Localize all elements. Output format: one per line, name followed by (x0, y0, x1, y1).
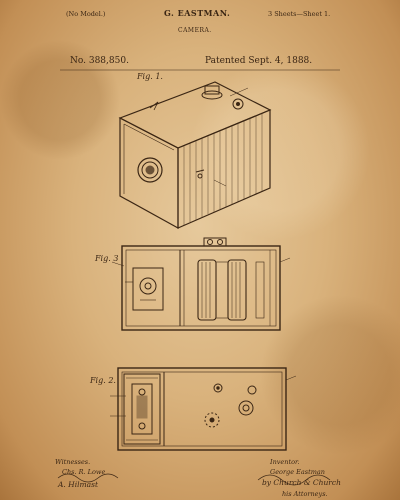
fig3-section-drawing (111, 237, 291, 331)
inventor-label: Inventor. (270, 458, 300, 466)
attorneys-label: his Attorneys. (282, 490, 328, 498)
model-note: (No Model.) (66, 10, 106, 18)
witness-signature-1: Chs. R. Lowe (62, 468, 106, 476)
attorney-signature: by Church & Church (262, 478, 341, 487)
witness-flourish (57, 473, 119, 483)
witness-signature-2: A. Hilmast (58, 480, 98, 489)
patent-title: CAMERA. (178, 27, 212, 34)
patent-date: Patented Sept. 4, 1888. (205, 56, 313, 66)
sheet-count: 3 Sheets—Sheet 1. (268, 10, 331, 18)
attorney-flourish (257, 474, 331, 486)
fig3-label: Fig. 3 (95, 254, 119, 263)
witnesses-label: Witnesses. (55, 458, 91, 466)
patent-number: No. 388,850. (70, 56, 129, 66)
fig2-label: Fig. 2. (90, 376, 116, 385)
fig1-label: Fig. 1. (137, 72, 163, 81)
fig2-section-drawing (110, 367, 297, 451)
inventor-name: G. EASTMAN. (164, 8, 231, 18)
inventor-signature: George Eastman (270, 468, 325, 476)
fig1-camera-drawing (118, 81, 272, 230)
